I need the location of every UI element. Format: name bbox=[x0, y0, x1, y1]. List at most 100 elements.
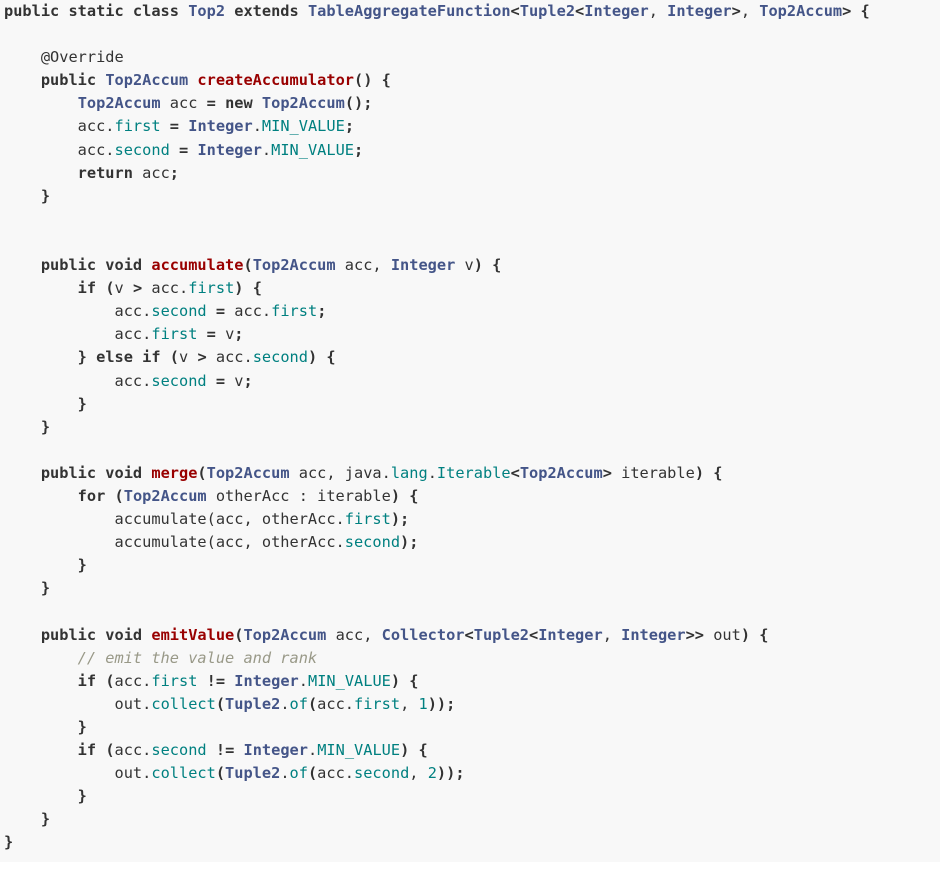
code-token-plain bbox=[234, 741, 243, 759]
code-token-punct: = bbox=[206, 94, 216, 113]
code-token-field: collect bbox=[151, 694, 216, 713]
code-token-kw: public void bbox=[4, 463, 152, 482]
code-line: } bbox=[4, 785, 870, 808]
code-token-plain: acc bbox=[142, 163, 170, 182]
code-token-type: Top2 bbox=[188, 2, 226, 20]
code-token-field: collect bbox=[151, 764, 216, 783]
code-token-field: second bbox=[151, 371, 207, 390]
code-token-punct: ( bbox=[234, 625, 244, 644]
code-token-punct: ) { bbox=[390, 486, 419, 505]
code-token-plain: acc. bbox=[114, 741, 152, 759]
code-token-type: Integer bbox=[197, 140, 262, 159]
code-token-type: Tuple2 bbox=[473, 625, 529, 644]
code-token-type: Integer bbox=[243, 741, 308, 759]
code-token-plain: acc. bbox=[317, 764, 355, 783]
code-token-comment: // emit the value and rank bbox=[4, 648, 318, 667]
code-token-punct: ( bbox=[197, 463, 207, 482]
code-token-plain: , bbox=[740, 2, 760, 20]
code-token-field: first bbox=[151, 325, 198, 344]
code-token-plain bbox=[207, 372, 216, 390]
code-token-kw: public static class bbox=[4, 2, 189, 20]
code-line: acc.second = Integer.MIN_VALUE; bbox=[4, 139, 870, 162]
code-token-kw: return bbox=[4, 163, 143, 182]
code-token-punct: )); bbox=[436, 764, 465, 783]
code-token-plain: acc. bbox=[4, 140, 115, 159]
code-line: Top2Accum acc = new Top2Accum(); bbox=[4, 92, 870, 115]
code-line: if (acc.second != Integer.MIN_VALUE) { bbox=[4, 739, 870, 762]
code-token-kw: public void bbox=[4, 256, 152, 275]
code-token-field: second bbox=[114, 140, 170, 159]
code-token-num: 1 bbox=[418, 694, 428, 713]
code-line: } bbox=[4, 716, 870, 739]
code-token-plain: acc. bbox=[206, 348, 253, 367]
code-token-plain bbox=[170, 141, 179, 159]
code-token-kw: else if bbox=[96, 348, 170, 367]
code-token-punct: = bbox=[215, 302, 226, 321]
code-token-plain: v bbox=[455, 256, 474, 275]
code-token-plain: iterable bbox=[611, 463, 695, 482]
code-token-punct: } bbox=[4, 579, 51, 598]
code-token-field: first bbox=[114, 117, 161, 136]
code-token-type: Integer bbox=[390, 256, 456, 275]
code-token-punct: } bbox=[4, 717, 87, 736]
code-token-type: Top2Accum bbox=[519, 463, 603, 482]
code-line: if (v > acc.first) { bbox=[4, 277, 870, 300]
code-token-field: MIN_VALUE bbox=[307, 671, 391, 690]
code-token-plain: . bbox=[307, 741, 318, 759]
code-line: accumulate(acc, otherAcc.first); bbox=[4, 508, 870, 531]
code-token-punct: ( bbox=[307, 694, 318, 713]
code-token-type: Top2Accum bbox=[77, 94, 161, 113]
code-token-plain: acc. bbox=[4, 371, 152, 390]
code-token-plain: , bbox=[648, 2, 668, 20]
code-token-fn: merge bbox=[151, 463, 198, 482]
code-token-field: second bbox=[344, 533, 401, 552]
code-token-field: second bbox=[151, 302, 207, 321]
code-token-punct: ) { bbox=[390, 671, 419, 690]
code-token-punct: } bbox=[4, 348, 97, 367]
code-token-punct: = bbox=[169, 117, 180, 136]
code-line: acc.second = v; bbox=[4, 370, 870, 393]
code-token-plain: , bbox=[409, 764, 428, 783]
code-token-punct: ) { bbox=[694, 463, 723, 482]
code-token-punct: ; bbox=[354, 140, 364, 159]
code-token-punct: } bbox=[4, 833, 14, 852]
code-token-punct: < bbox=[464, 625, 474, 644]
code-token-kw: for bbox=[4, 486, 115, 505]
code-token-kw: new bbox=[215, 94, 262, 113]
code-token-annotation: @Override bbox=[4, 48, 124, 67]
code-token-plain: v bbox=[179, 348, 198, 367]
code-token-type: Top2Accum bbox=[759, 2, 843, 20]
code-token-punct: ) { bbox=[473, 256, 502, 275]
code-token-plain: acc bbox=[160, 94, 207, 113]
code-line bbox=[4, 600, 870, 623]
code-token-kw: public void bbox=[4, 625, 152, 644]
code-token-plain: out. bbox=[4, 764, 152, 783]
code-token-plain: acc. bbox=[317, 694, 355, 713]
code-line: acc.first = Integer.MIN_VALUE; bbox=[4, 115, 870, 138]
code-token-kw: public bbox=[4, 71, 106, 90]
code-token-plain: . bbox=[280, 764, 290, 783]
code-line: public void merge(Top2Accum acc, java.la… bbox=[4, 462, 870, 485]
code-token-type: Top2Accum bbox=[243, 625, 327, 644]
code-token-type: Integer bbox=[538, 625, 603, 644]
code-token-punct: } bbox=[4, 186, 51, 205]
code-token-field: first bbox=[344, 510, 391, 529]
code-token-type: Integer bbox=[234, 671, 299, 690]
code-token-punct: > { bbox=[842, 2, 870, 20]
code-token-plain: v bbox=[225, 371, 244, 390]
code-token-type: Integer bbox=[667, 2, 732, 20]
code-line: accumulate(acc, otherAcc.second); bbox=[4, 531, 870, 554]
code-token-punct: } bbox=[4, 810, 51, 829]
code-line: } bbox=[4, 831, 870, 854]
code-token-punct: ; bbox=[317, 302, 327, 321]
code-token-field: first bbox=[271, 302, 318, 321]
code-token-plain: otherAcc : iterable bbox=[206, 486, 391, 505]
code-token-punct: ( bbox=[105, 279, 115, 298]
code-token-punct: < bbox=[529, 625, 539, 644]
code-token-plain bbox=[225, 672, 234, 690]
code-line: out.collect(Tuple2.of(acc.first, 1)); bbox=[4, 693, 870, 716]
code-token-plain: acc. bbox=[225, 302, 272, 321]
code-line bbox=[4, 231, 870, 254]
code-line: } bbox=[4, 185, 870, 208]
code-token-plain: . bbox=[280, 694, 290, 713]
